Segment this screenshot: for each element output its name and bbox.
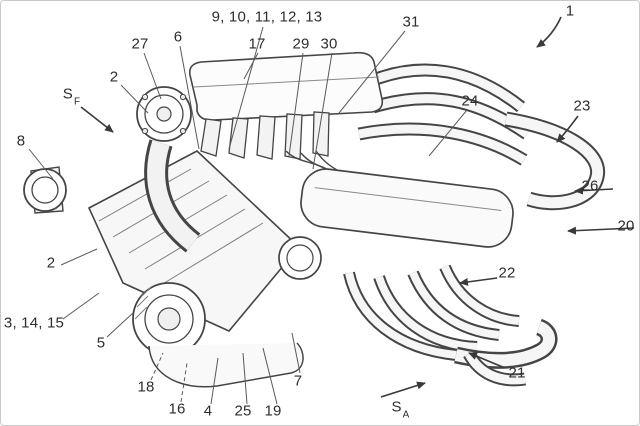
arrow-sa: [380, 381, 426, 398]
arrow-sf: [80, 106, 114, 133]
oil-filler-cap: [278, 236, 322, 280]
throttle-body: [136, 86, 192, 142]
valve-cover-right: [300, 168, 514, 248]
exhaust-headers-lower: [343, 264, 558, 387]
oil-pan: [148, 342, 304, 388]
arrow-22: [459, 277, 498, 286]
arrow-26: [574, 186, 614, 195]
arrow-20: [567, 226, 635, 235]
leader-lines: [28, 26, 468, 405]
arrow-23: [556, 115, 579, 143]
arrow-21: [468, 352, 506, 369]
tailpipe: [504, 111, 606, 211]
exhaust-pipes-upper: [357, 63, 531, 166]
front-pulley: [132, 282, 206, 356]
arrow-1: [536, 16, 562, 48]
intake-duct: [144, 139, 201, 253]
pointer-arrows: [80, 16, 635, 398]
air-inlet: [23, 166, 67, 214]
intake-plenum: [188, 51, 384, 121]
